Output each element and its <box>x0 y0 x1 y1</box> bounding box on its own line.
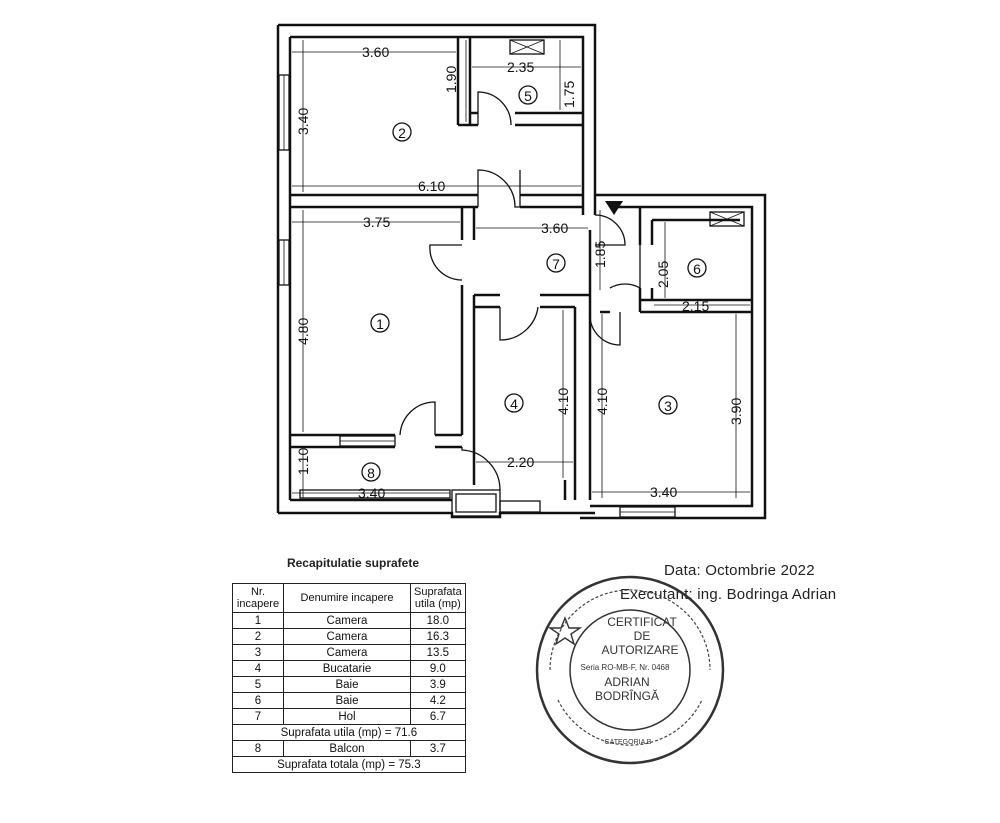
cell-area: 6.7 <box>410 708 466 725</box>
cell-nr: 8 <box>232 740 284 757</box>
cell-nr: 6 <box>232 692 284 709</box>
dim-label: 3.40 <box>295 108 311 135</box>
dim-label: 1.90 <box>443 66 459 93</box>
room-numbers: 1 2 3 4 5 6 7 8 <box>361 85 707 482</box>
room-number: 2 <box>398 125 406 141</box>
room-number: 6 <box>693 261 701 277</box>
stamp-line2: DE <box>634 629 651 643</box>
dim-label: 4.10 <box>555 388 571 415</box>
header-nr: Nr. incapere <box>232 583 284 613</box>
cell-nr: 5 <box>232 676 284 693</box>
cell-name: Balcon <box>283 740 411 757</box>
dim-label: 3.40 <box>358 485 385 501</box>
table-row: 5 Baie 3.9 <box>232 676 466 693</box>
useful-total: Suprafata utila (mp) = 71.6 <box>232 724 466 741</box>
header-area: Suprafata utila (mp) <box>410 583 466 613</box>
stamp-line3: AUTORIZARE <box>601 643 678 657</box>
room-number: 7 <box>552 256 560 272</box>
cell-area: 9.0 <box>410 660 466 677</box>
stamp-name2: BODRÎNGĂ <box>595 688 659 703</box>
cell-name: Baie <box>283 692 411 709</box>
dim-label: 1.10 <box>295 448 311 475</box>
room-number: 4 <box>510 396 518 412</box>
room-number: 1 <box>376 316 384 332</box>
dimension-labels: 3.60 1.90 2.35 1.75 3.40 6.10 3.75 3.60 … <box>295 44 744 501</box>
walls <box>276 23 767 520</box>
star-icon <box>547 616 583 646</box>
cell-name: Bucatarie <box>283 660 411 677</box>
dim-label: 4.10 <box>594 388 610 415</box>
cell-name: Camera <box>283 644 411 661</box>
date-label: Data: Octombrie 2022 <box>664 562 815 579</box>
cell-area: 3.9 <box>410 676 466 693</box>
cell-nr: 4 <box>232 660 284 677</box>
cell-nr: 7 <box>232 708 284 725</box>
room-number: 8 <box>367 465 375 481</box>
dim-label: 2.15 <box>682 298 709 314</box>
executant-label: Executant: ing. Bodringa Adrian <box>620 586 837 603</box>
stamp-series: Seria RO-MB-F, Nr. 0468 <box>581 663 670 672</box>
summary-title: Recapitulatie suprafete <box>286 556 420 570</box>
header-name: Denumire incapere <box>283 583 411 613</box>
cell-name: Camera <box>283 628 411 645</box>
dim-label: 2.20 <box>507 454 534 470</box>
windows <box>278 74 676 518</box>
dim-label: 3.75 <box>363 214 390 230</box>
stamp-line1: CERTIFICAT <box>607 615 677 629</box>
cell-name: Hol <box>283 708 411 725</box>
cell-area: 16.3 <box>410 628 466 645</box>
table-row: 2 Camera 16.3 <box>232 628 466 645</box>
cell-name: Baie <box>283 676 411 693</box>
grand-total: Suprafata totala (mp) = 75.3 <box>232 756 466 773</box>
table-row: 1 Camera 18.0 <box>232 612 466 629</box>
cell-area: 13.5 <box>410 644 466 661</box>
entrance-arrow-icon <box>605 201 623 215</box>
dim-label: 4.80 <box>295 318 311 345</box>
floor-plan: 3.60 1.90 2.35 1.75 3.40 6.10 3.75 3.60 … <box>276 23 767 520</box>
door-swings <box>399 91 641 491</box>
dim-label: 3.40 <box>650 484 677 500</box>
stamp-category: CATEGORIA B <box>605 739 652 746</box>
cell-nr: 1 <box>232 612 284 629</box>
grand-total-row: Suprafata totala (mp) = 75.3 <box>232 756 466 773</box>
vent-icons <box>509 39 745 227</box>
room-number: 3 <box>664 398 672 414</box>
cell-nr: 3 <box>232 644 284 661</box>
dim-label: 3.60 <box>362 44 389 60</box>
table-row: 4 Bucatarie 9.0 <box>232 660 466 677</box>
dimension-lines <box>292 40 750 498</box>
table-row: 3 Camera 13.5 <box>232 644 466 661</box>
cell-area: 4.2 <box>410 692 466 709</box>
room-number: 5 <box>524 88 532 104</box>
authorization-stamp: CERTIFICAT DE AUTORIZARE Seria RO-MB-F, … <box>535 575 725 765</box>
dim-label: 1.75 <box>561 81 577 108</box>
table-row: 6 Baie 4.2 <box>232 692 466 709</box>
dim-label: 3.60 <box>541 220 568 236</box>
cell-name: Camera <box>283 612 411 629</box>
balcony-row: 8 Balcon 3.7 <box>232 740 466 757</box>
cell-nr: 2 <box>232 628 284 645</box>
cell-area: 3.7 <box>410 740 466 757</box>
stamp-name1: ADRIAN <box>604 675 649 689</box>
table-row: 7 Hol 6.7 <box>232 708 466 725</box>
useful-total-row: Suprafata utila (mp) = 71.6 <box>232 724 466 741</box>
dim-label: 3.90 <box>728 398 744 425</box>
table-header-row: Nr. incapere Denumire incapere Suprafata… <box>232 583 466 613</box>
dim-label: 2.05 <box>655 261 671 288</box>
dim-label: 2.35 <box>507 59 534 75</box>
dim-label: 6.10 <box>418 178 445 194</box>
dim-label: 1.85 <box>592 241 608 268</box>
surface-summary-table: Nr. incapere Denumire incapere Suprafata… <box>232 583 466 773</box>
cell-area: 18.0 <box>410 612 466 629</box>
